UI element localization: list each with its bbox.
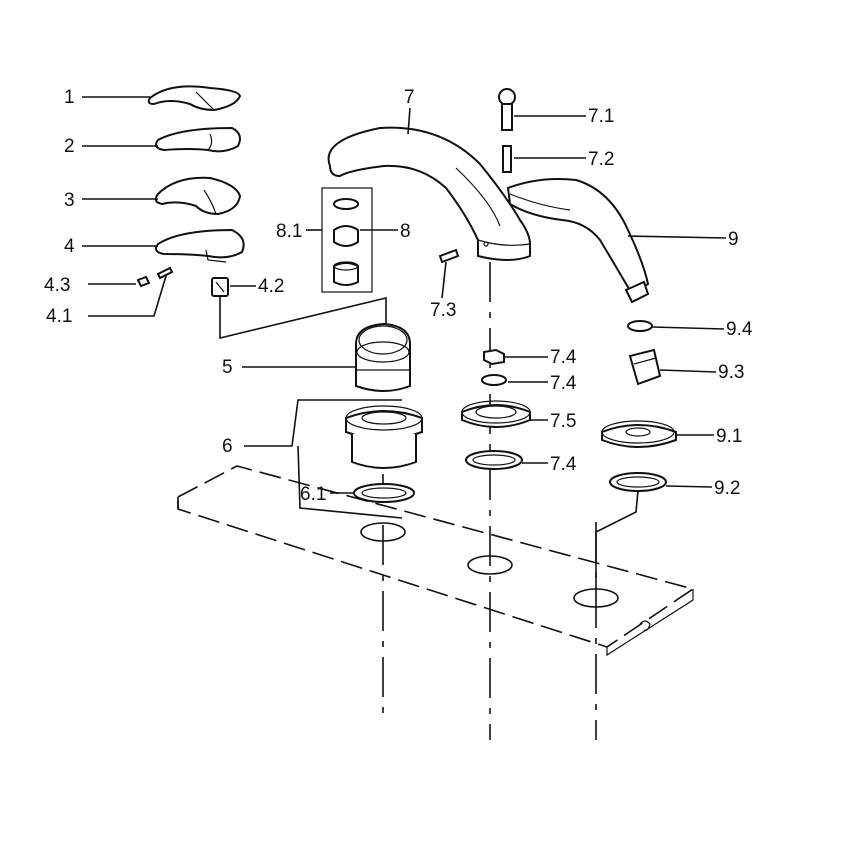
label-9-3: 9.3 bbox=[718, 362, 744, 383]
part-7-5-flange bbox=[461, 400, 531, 428]
label-4-1: 4.1 bbox=[46, 306, 72, 327]
part-9-3-connector bbox=[628, 348, 662, 386]
part-4-1-pin bbox=[156, 266, 174, 280]
handle-part-3 bbox=[154, 176, 242, 216]
part-4-2-clip bbox=[211, 277, 229, 297]
part-9-hand-shower bbox=[506, 178, 650, 304]
label-9-1: 9.1 bbox=[716, 426, 742, 447]
part-9-4-filter bbox=[627, 320, 653, 332]
label-8-1: 8.1 bbox=[276, 221, 302, 242]
label-9-4: 9.4 bbox=[726, 319, 753, 340]
handle-part-4 bbox=[155, 228, 245, 263]
part-8-group bbox=[321, 187, 373, 293]
part-6-1-ring bbox=[353, 483, 415, 503]
label-5: 5 bbox=[222, 357, 233, 378]
handle-part-1 bbox=[147, 85, 242, 112]
part-5-cartridge bbox=[355, 322, 411, 392]
label-9: 9 bbox=[728, 229, 739, 250]
label-4-2: 4.2 bbox=[258, 276, 284, 297]
label-7-1: 7.1 bbox=[588, 106, 614, 127]
label-7-4-washer: 7.4 bbox=[550, 373, 577, 394]
callout-labels: 1 2 3 4 4.3 4.2 4.1 5 6 6.1 7 7.1 7.2 7.… bbox=[44, 87, 753, 505]
label-7: 7 bbox=[404, 87, 415, 108]
label-7-2: 7.2 bbox=[588, 149, 614, 170]
part-6-base bbox=[345, 405, 423, 469]
part-7-spout bbox=[327, 126, 531, 261]
label-3: 3 bbox=[64, 190, 75, 211]
part-7-2-rod bbox=[502, 145, 512, 173]
label-2: 2 bbox=[64, 136, 75, 157]
label-4-3: 4.3 bbox=[44, 275, 70, 296]
label-8: 8 bbox=[400, 221, 411, 242]
part-9-1-flange bbox=[601, 420, 677, 448]
leader-lines bbox=[82, 96, 727, 590]
part-9-2-ring bbox=[609, 472, 667, 492]
label-4: 4 bbox=[64, 236, 75, 257]
label-1: 1 bbox=[64, 87, 75, 108]
part-4-3-screw bbox=[136, 275, 151, 288]
label-7-5: 7.5 bbox=[550, 411, 576, 432]
handle-part-2 bbox=[155, 126, 241, 153]
label-7-3: 7.3 bbox=[430, 300, 456, 321]
part-7-1-knob bbox=[498, 88, 516, 131]
label-6: 6 bbox=[222, 436, 233, 457]
deck-plate bbox=[177, 465, 695, 657]
center-lines bbox=[382, 262, 597, 740]
label-6-1: 6.1 bbox=[300, 484, 326, 505]
part-7-4-washer bbox=[481, 374, 507, 386]
part-7-3-screw bbox=[438, 248, 460, 264]
label-7-4-ring: 7.4 bbox=[550, 454, 577, 475]
part-7-4-ring bbox=[465, 450, 523, 470]
label-7-4-nut: 7.4 bbox=[550, 347, 577, 368]
label-9-2: 9.2 bbox=[714, 478, 740, 499]
part-7-4-nut bbox=[483, 348, 505, 366]
